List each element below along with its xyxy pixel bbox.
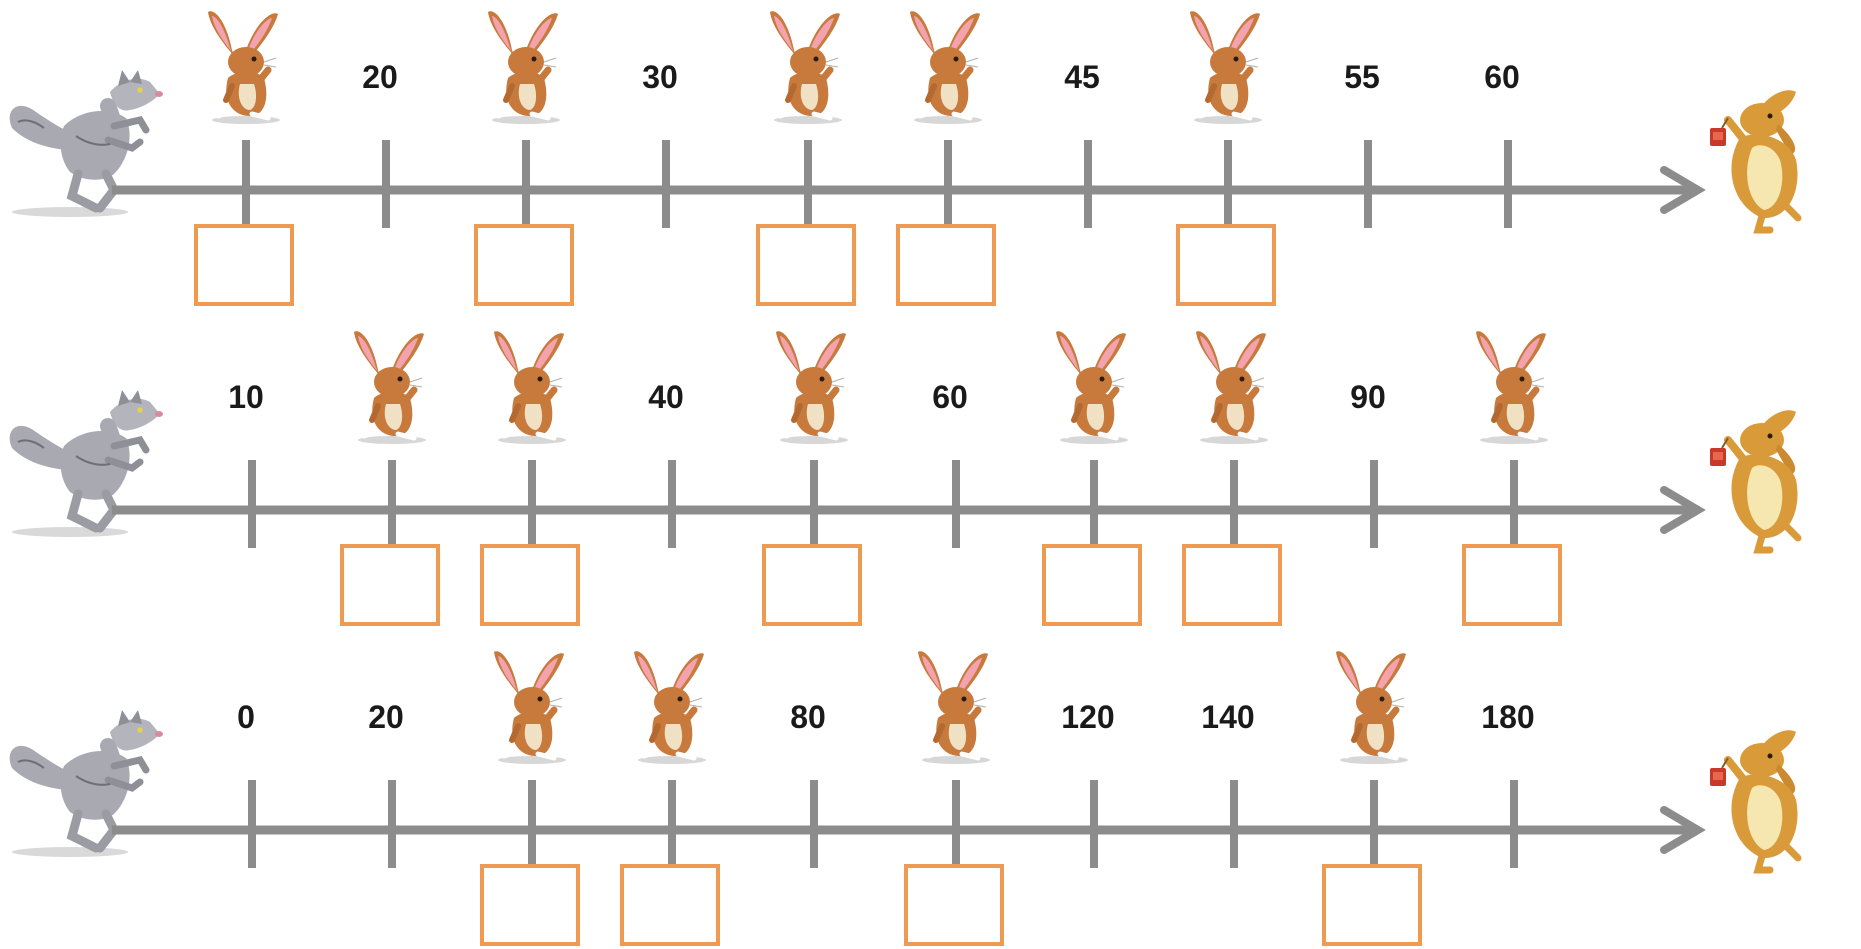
hare-with-bag-icon [1710,90,1798,230]
answer-box[interactable] [1178,226,1274,304]
answer-box[interactable] [622,866,718,944]
rabbit-icon [770,11,842,124]
rabbit-icon [488,11,560,124]
tick-label: 90 [1350,379,1386,415]
tick-label: 20 [362,59,398,95]
tick-label: 20 [368,699,404,735]
tick-label: 0 [237,699,255,735]
rabbit-icon [494,331,566,444]
rabbit-icon [910,11,982,124]
hare-with-bag-icon [1710,410,1798,550]
answer-box[interactable] [898,226,994,304]
answer-box[interactable] [482,546,578,624]
wolf-icon [10,390,163,537]
number-line-row-3: 0 20 80 120 140 180 [10,651,1798,944]
tick-label: 140 [1201,699,1254,735]
answer-box[interactable] [1464,546,1560,624]
wolf-icon [10,70,163,217]
rabbit-icon [494,651,566,764]
answer-box[interactable] [476,226,572,304]
tick-label: 60 [932,379,968,415]
tick-label: 30 [642,59,678,95]
tick-label: 10 [228,379,264,415]
tick-label: 180 [1481,699,1534,735]
answer-box[interactable] [1184,546,1280,624]
rabbit-icon [1336,651,1408,764]
answer-box[interactable] [758,226,854,304]
tick-label: 55 [1344,59,1380,95]
answer-box[interactable] [1324,866,1420,944]
tick-label: 80 [790,699,826,735]
tick-label: 120 [1061,699,1114,735]
number-line-row-1: 20 30 45 55 60 [10,11,1798,304]
wolf-icon [10,710,163,857]
answer-box[interactable] [196,226,292,304]
rabbit-icon [1190,11,1262,124]
answer-box[interactable] [1044,546,1140,624]
tick-label: 45 [1064,59,1100,95]
answer-box[interactable] [482,866,578,944]
rabbit-icon [354,331,426,444]
rabbit-icon [1056,331,1128,444]
rabbit-icon [634,651,706,764]
answer-box[interactable] [342,546,438,624]
tick-label: 60 [1484,59,1520,95]
tick-label: 40 [648,379,684,415]
rabbit-icon [1196,331,1268,444]
answer-box[interactable] [906,866,1002,944]
rabbit-icon [1476,331,1548,444]
hare-with-bag-icon [1710,730,1798,870]
rabbit-icon [208,11,280,124]
number-line-row-2: 10 40 60 90 [10,331,1798,624]
rabbit-icon [776,331,848,444]
answer-box[interactable] [764,546,860,624]
rabbit-icon [918,651,990,764]
